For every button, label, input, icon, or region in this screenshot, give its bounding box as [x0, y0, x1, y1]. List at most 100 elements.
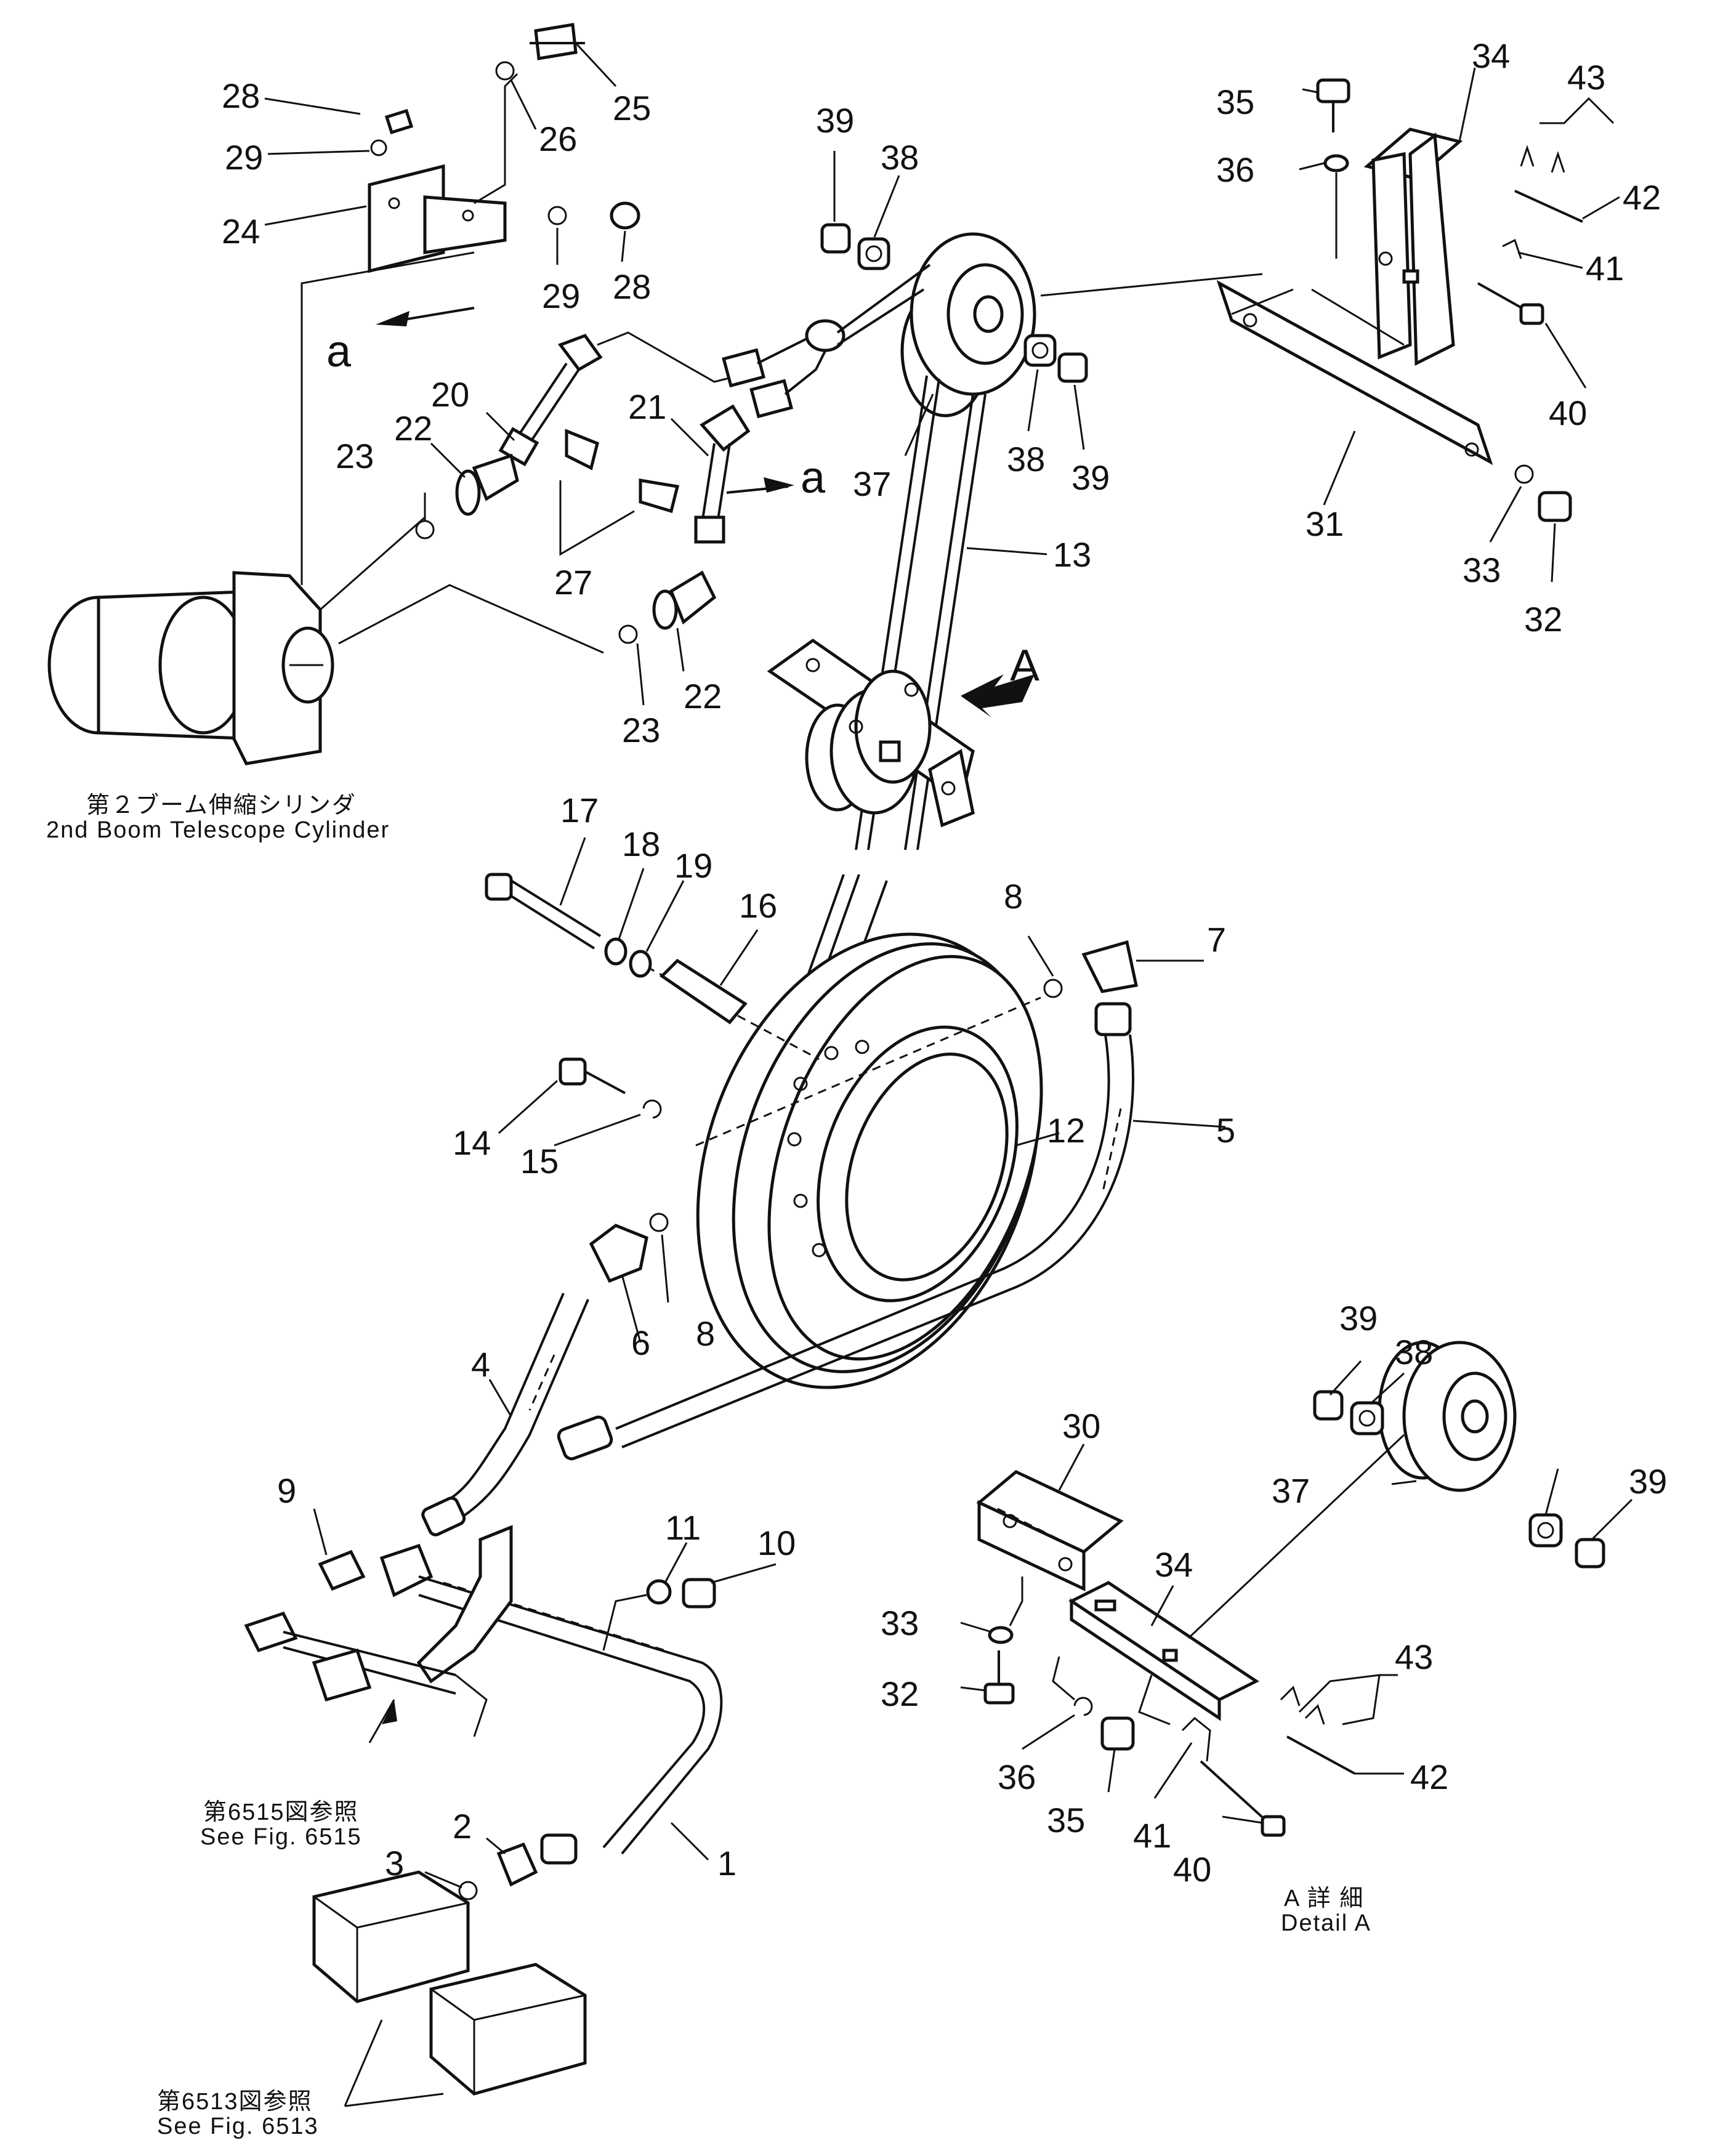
bracket-31-34-upper: [1216, 127, 1493, 466]
callout-38-upper-right: 38: [1007, 440, 1045, 478]
callout-35-upper: 35: [1216, 83, 1254, 121]
section-marker-a-right: a: [801, 453, 826, 503]
callout-36-detail: 36: [998, 1758, 1036, 1796]
callout-27: 27: [554, 563, 592, 602]
fig-6515-caption-en: See Fig. 6515: [200, 1824, 362, 1850]
boom-telescope-cylinder: [47, 571, 334, 765]
detail-a-caption-jp: A 詳 細: [1284, 1886, 1364, 1912]
callout-39-detail-left: 39: [1339, 1299, 1378, 1338]
callout-6: 6: [631, 1323, 650, 1362]
callout-11: 11: [665, 1508, 701, 1547]
callout-28-left: 28: [222, 76, 260, 115]
callout-37-upper: 37: [853, 464, 891, 503]
callout-22-right: 22: [684, 677, 722, 716]
callout-38-detail-left: 38: [1395, 1333, 1433, 1371]
detail-a-sheave-37: [1187, 1341, 1517, 1639]
callout-30: 30: [1062, 1407, 1100, 1445]
callout-4: 4: [471, 1345, 490, 1384]
bracket-24: [368, 23, 640, 273]
callout-36-upper: 36: [1216, 150, 1254, 189]
callout-34-upper: 34: [1472, 36, 1510, 75]
callout-18: 18: [622, 825, 660, 863]
callout-25: 25: [613, 89, 651, 127]
pins-40-41-42-43-upper: [1477, 145, 1583, 522]
callout-numbers: 1 2 3 4 5 6 7 8 8 9 10 11 12 13 14 15 16…: [222, 36, 1667, 1889]
callout-34-detail: 34: [1155, 1545, 1193, 1584]
callout-3: 3: [385, 1844, 404, 1883]
callout-12: 12: [1047, 1111, 1085, 1150]
callout-21: 21: [628, 387, 666, 426]
callout-22-left: 22: [394, 409, 432, 448]
section-arrow-a1: [376, 307, 475, 326]
hose-fittings-upper: [415, 319, 845, 644]
bolt-17-washers-18-19-spacer-16: [485, 873, 748, 1025]
fig-6513-caption-en: See Fig. 6513: [157, 2114, 319, 2139]
callout-8-upper: 8: [1004, 877, 1023, 916]
callout-29-right: 29: [542, 277, 580, 315]
callout-8-lower: 8: [696, 1314, 715, 1353]
rope-guide-block: [767, 638, 975, 828]
upper-sheave-37: [836, 232, 1036, 418]
callout-7: 7: [1207, 920, 1226, 959]
detail-a-caption-en: Detail A: [1281, 1910, 1371, 1936]
elbow-7-oring-8: [1043, 940, 1138, 1036]
fig-6515-connector: [244, 1611, 488, 1743]
callout-16: 16: [739, 886, 777, 925]
fig-6515-caption-jp: 第6515図参照: [203, 1799, 359, 1825]
leader-lines: [264, 42, 1633, 1889]
callout-23-right: 23: [622, 711, 660, 749]
hose-reel-drum-12: [646, 932, 1043, 1389]
callout-33-upper: 33: [1463, 551, 1501, 589]
fig-6513-caption-jp: 第6513図参照: [157, 2089, 313, 2115]
callout-40-detail: 40: [1173, 1850, 1211, 1889]
callout-39-upper-right: 39: [1071, 458, 1110, 497]
pulley-38-39-upper-right: [1023, 334, 1088, 383]
callout-43-detail: 43: [1395, 1637, 1433, 1676]
callout-41-detail: 41: [1133, 1816, 1171, 1855]
callout-32-detail: 32: [881, 1674, 919, 1713]
fig-6513-valve-blocks: [312, 1870, 587, 2107]
callout-13: 13: [1053, 535, 1091, 574]
captions: 第２ブーム伸縮シリンダ 2nd Boom Telescope Cylinder …: [46, 793, 1371, 2139]
bracket-clip: [416, 1525, 513, 1684]
pulley-38-39-upper-left: [820, 223, 890, 270]
callout-29-left: 29: [225, 138, 263, 177]
callout-41-upper: 41: [1586, 249, 1624, 288]
callout-31: 31: [1305, 504, 1344, 543]
section-marker-a-left: a: [326, 327, 352, 376]
callout-26: 26: [539, 119, 577, 158]
callout-38-upper-left: 38: [881, 138, 919, 177]
hose-5: [557, 1034, 1134, 1461]
callout-5: 5: [1216, 1111, 1235, 1150]
callout-20: 20: [431, 375, 469, 414]
callout-24: 24: [222, 212, 260, 251]
detail-a-bracket-30-34: [976, 1470, 1259, 1721]
callout-32-upper: 32: [1524, 600, 1562, 639]
cylinder-caption-en: 2nd Boom Telescope Cylinder: [46, 817, 390, 843]
callout-23-left: 23: [336, 437, 374, 475]
callout-40-upper: 40: [1549, 394, 1587, 432]
callout-14: 14: [453, 1123, 491, 1162]
view-a-marker: A: [1010, 641, 1039, 690]
callout-28-right: 28: [613, 267, 651, 306]
pipe-1-assembly: [318, 1543, 723, 1900]
detail-a-hardware: [983, 1577, 1381, 1837]
callout-9: 9: [277, 1471, 296, 1510]
callout-39-detail-right: 39: [1629, 1462, 1667, 1501]
callout-17: 17: [560, 791, 599, 830]
callout-1: 1: [717, 1844, 736, 1883]
callout-43-upper: 43: [1567, 58, 1605, 97]
callout-33-detail: 33: [881, 1604, 919, 1642]
bolt-14-washer-15: [559, 1057, 662, 1119]
cylinder-caption-jp: 第２ブーム伸縮シリンダ: [86, 793, 357, 818]
callout-42-upper: 42: [1623, 178, 1661, 217]
callout-35-detail: 35: [1047, 1801, 1085, 1839]
callout-15: 15: [520, 1142, 559, 1181]
view-a-arrow: [961, 674, 1035, 717]
bolt-35-washer-36-upper: [1316, 78, 1350, 259]
section-arrow-a2: [726, 477, 794, 494]
hose-4-elbow-6: [421, 1213, 669, 1536]
callout-37-detail: 37: [1272, 1471, 1310, 1510]
